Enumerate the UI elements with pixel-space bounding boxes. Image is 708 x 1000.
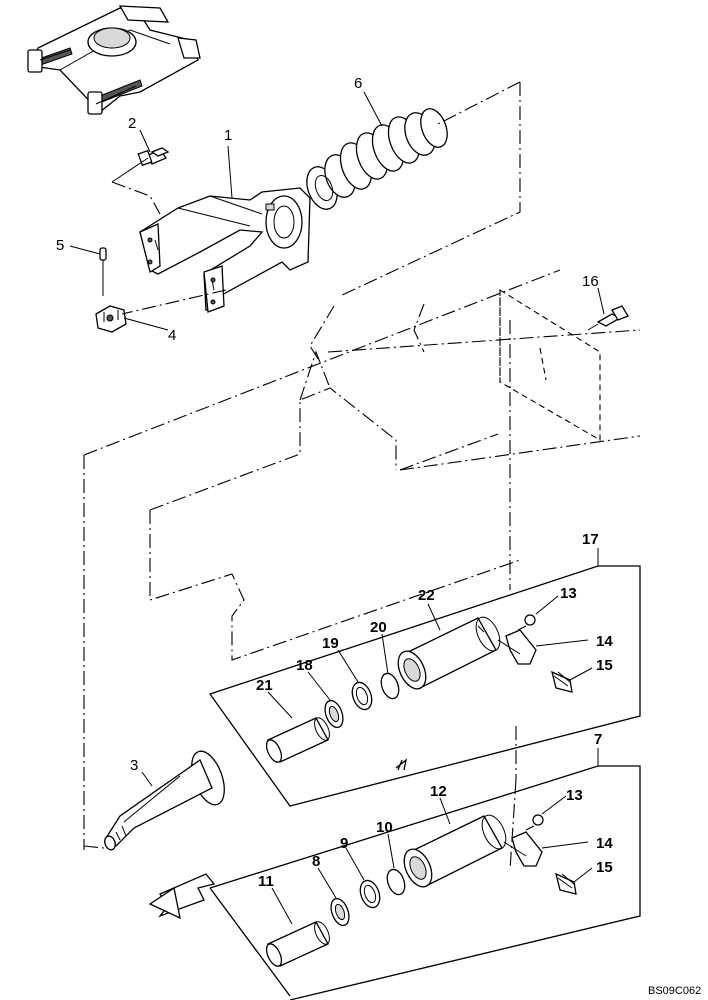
callout-4: 4: [168, 327, 176, 344]
callout-13-lower: 13: [566, 787, 583, 804]
callout-13-upper: 13: [560, 585, 577, 602]
assembly-thumbnail: [27, 5, 201, 115]
callout-16: 16: [582, 273, 599, 290]
part-15-fitting-lower: [555, 872, 577, 895]
part-13-fitting-lower: [525, 814, 544, 831]
callout-5: 5: [56, 237, 64, 254]
callout-9: 9: [340, 835, 348, 852]
callout-1: 1: [224, 127, 232, 144]
part-19-seal: [351, 681, 373, 711]
callout-12: 12: [430, 783, 447, 800]
part-20-o-ring: [380, 672, 400, 700]
callout-labels: 1 2 3 4 5 6 7 8 9 10 11 12 13 13 14 14 1…: [56, 75, 613, 890]
callout-19: 19: [322, 635, 339, 652]
part-5-pin: [99, 247, 107, 296]
part-4-nut: [95, 305, 127, 333]
part-16-bolt: [587, 305, 629, 331]
callout-8: 8: [312, 853, 320, 870]
part-11-pin: [265, 921, 330, 967]
kit-17-frame: [208, 548, 641, 807]
callout-3: 3: [130, 757, 138, 774]
alignment-lines: [83, 81, 641, 871]
callout-14-lower: 14: [596, 835, 613, 852]
part-21-pin: [265, 717, 330, 763]
part-8-seal: [330, 897, 350, 927]
callout-22: 22: [418, 587, 435, 604]
part-3-shaft: [104, 750, 225, 851]
kit-7-frame: [209, 748, 641, 1000]
callout-18: 18: [296, 657, 313, 674]
drawing-code: BS09C062: [648, 985, 701, 997]
callout-15-lower: 15: [596, 859, 613, 876]
part-12-bushing: [403, 814, 507, 888]
callout-17: 17: [582, 531, 599, 548]
callout-20: 20: [370, 619, 387, 636]
callout-6: 6: [354, 75, 362, 92]
part-14-plate-upper: [497, 629, 537, 665]
callout-7: 7: [594, 731, 602, 748]
track-frame-body: [149, 289, 601, 661]
callout-14-upper: 14: [596, 633, 613, 650]
part-1-yoke: [139, 187, 311, 313]
callout-10: 10: [376, 819, 393, 836]
direction-arrow: [148, 873, 216, 920]
callout-2: 2: [128, 115, 136, 132]
callout-21: 21: [256, 677, 273, 694]
part-18-seal: [324, 699, 344, 729]
part-22-bushing: [397, 616, 501, 690]
part-15-fitting-upper: [551, 670, 573, 693]
part-2-bolt: [111, 147, 170, 183]
part-13-fitting-upper: [517, 614, 536, 631]
part-9-seal: [359, 879, 381, 909]
part-10-o-ring: [386, 868, 406, 896]
leader-lines: [69, 91, 605, 925]
part-6-spring: [306, 108, 448, 210]
callout-15-upper: 15: [596, 657, 613, 674]
callout-11: 11: [258, 873, 274, 890]
part-14-plate-lower: [503, 831, 543, 867]
